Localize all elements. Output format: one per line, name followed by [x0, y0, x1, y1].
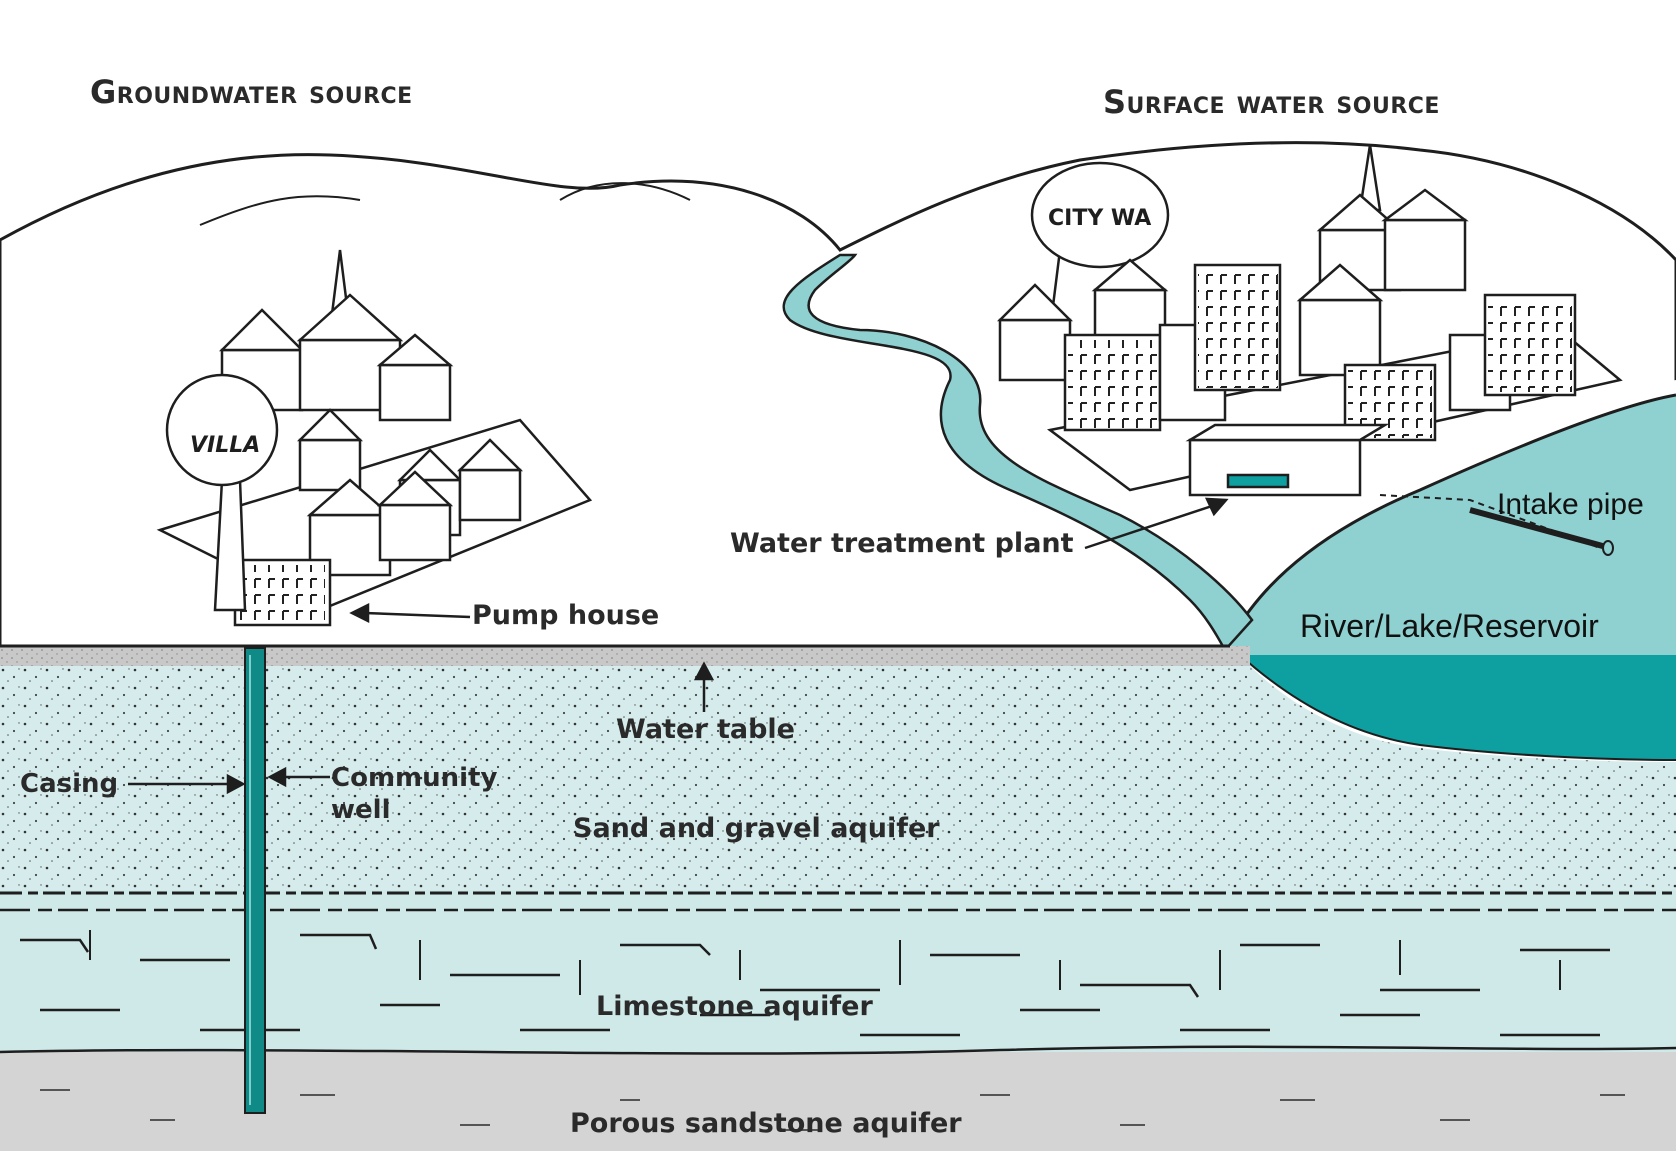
village	[156, 249, 593, 627]
water-table-label: Water table	[616, 714, 795, 745]
sand-gravel-aquifer-label: Sand and gravel aquifer	[573, 813, 940, 844]
community-well-label-line1: Community	[331, 763, 498, 793]
limestone-aquifer-label: Limestone aquifer	[596, 991, 873, 1022]
intake-pipe-label: Intake pipe	[1497, 488, 1644, 521]
porous-sandstone-aquifer-label: Porous sandstone aquifer	[570, 1108, 962, 1139]
porous-sandstone-aquifer-layer	[0, 1045, 1676, 1151]
surface-water-source-heading: Surface water source	[1103, 83, 1440, 121]
casing-label: Casing	[20, 769, 119, 799]
river-lake-reservoir	[1223, 393, 1676, 761]
label-arrows	[128, 497, 1229, 795]
intake-pipe	[1379, 494, 1614, 556]
community-well-label-line2: well	[331, 795, 391, 825]
village-tower-sign: VILLA	[190, 433, 261, 458]
limestone-aquifer-layer	[0, 890, 1676, 1055]
groundwater-source-heading: Groundwater source	[90, 73, 413, 111]
water-treatment-plant-label: Water treatment plant	[730, 528, 1074, 559]
pump-house-label: Pump house	[472, 600, 660, 631]
community-well	[244, 647, 266, 1114]
river	[782, 253, 1254, 653]
river-lake-reservoir-label: River/Lake/Reservoir	[1300, 608, 1599, 644]
land-surface	[0, 380, 1676, 660]
city	[996, 144, 1623, 497]
city-tower-sign: CITY WA	[1048, 206, 1152, 231]
